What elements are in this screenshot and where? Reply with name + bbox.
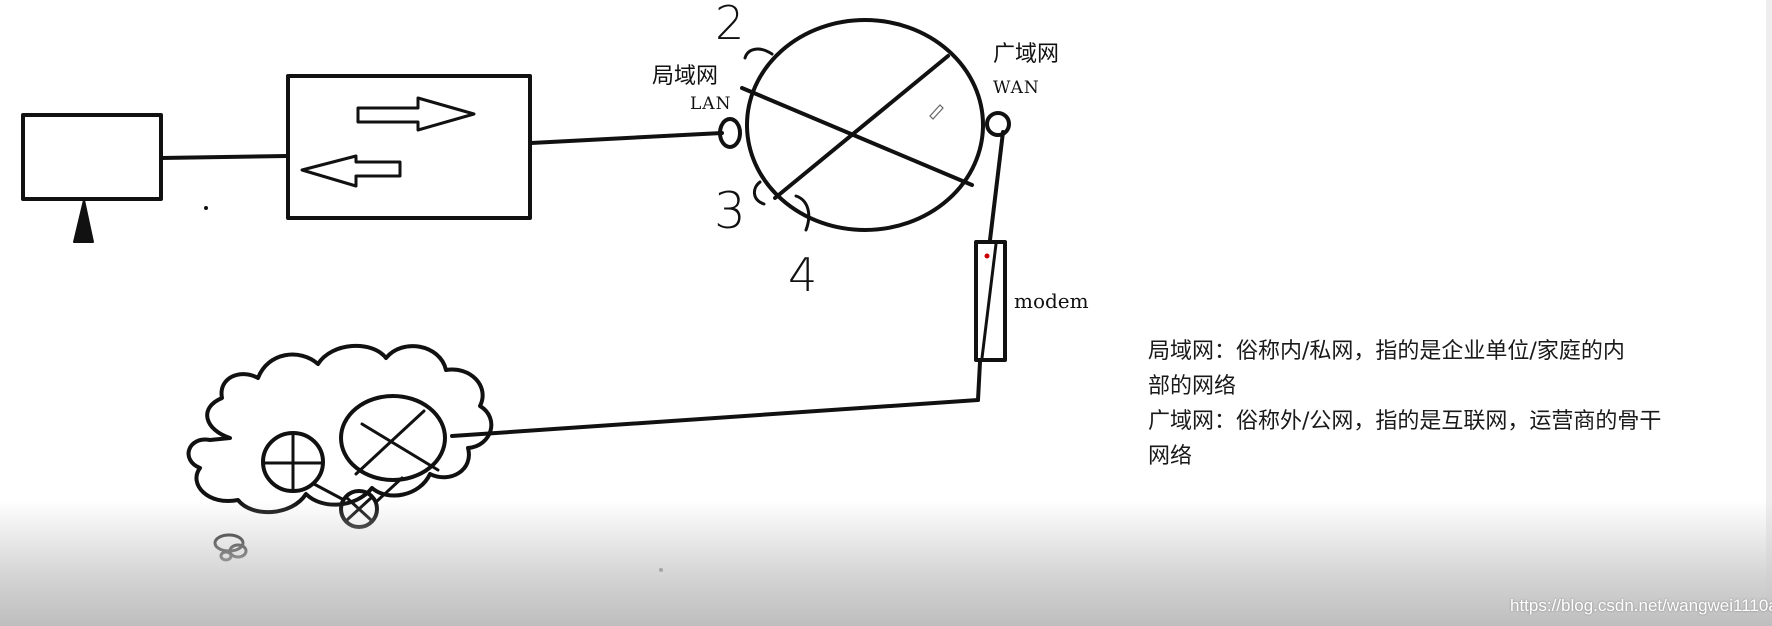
computer-stand <box>73 199 94 243</box>
switch-icon <box>286 74 532 220</box>
internet-cloud-icon <box>186 344 494 562</box>
link-modem-down <box>976 360 982 402</box>
wan-label-english: WAN <box>993 78 1040 98</box>
modem-inner-line <box>980 242 998 360</box>
cloud-puff-tiny <box>219 550 233 562</box>
lan-definition-line-1: 局域网：俗称内/私网，指的是企业单位/家庭的内 <box>1148 339 1625 364</box>
computer-monitor <box>21 113 163 201</box>
port-number-4: 4 <box>788 248 818 302</box>
link-switch-router <box>529 131 724 145</box>
wan-label-chinese: 广域网 <box>993 42 1060 67</box>
lan-definition-line-2: 部的网络 <box>1148 374 1237 399</box>
link-modem-internet <box>450 398 980 438</box>
wan-definition-line-1: 广域网：俗称外/公网，指的是互联网，运营商的骨干 <box>1148 409 1662 434</box>
definitions-notes: 局域网：俗称内/私网，指的是企业单位/家庭的内 部的网络 广域网：俗称外/公网，… <box>1148 334 1760 474</box>
switch-box <box>286 74 532 220</box>
arrow-right-icon <box>356 96 476 132</box>
lan-label-english: LAN <box>690 94 732 114</box>
link-computer-switch <box>159 154 289 160</box>
arrow-left-icon <box>300 154 402 188</box>
router-cross-line-b <box>773 54 950 200</box>
lan-port <box>718 117 742 149</box>
port-2-nub <box>743 47 774 60</box>
cloud-link-bottom-right <box>374 476 404 504</box>
wan-port <box>985 111 1011 137</box>
modem-label: modem <box>1014 289 1089 313</box>
router-icon <box>718 18 1011 232</box>
port-number-3: 3 <box>714 182 746 240</box>
cloud-router-right-d2 <box>360 422 440 472</box>
cloud-router-right <box>339 394 447 482</box>
watermark-text: https://blog.csdn.net/wangwei1110a <box>1510 596 1772 615</box>
port-3-nub <box>753 180 766 206</box>
stray-dot <box>204 206 208 210</box>
pen-marker-dot <box>984 253 990 259</box>
wan-definition-line-2: 网络 <box>1148 444 1193 469</box>
router-body <box>745 18 985 232</box>
modem-icon <box>974 240 1007 362</box>
router-cross-line-a <box>740 86 974 187</box>
cloud-link-left-bottom <box>312 482 346 502</box>
lan-label-chinese: 局域网 <box>652 64 719 89</box>
modem-box <box>974 240 1007 362</box>
computer-icon <box>21 113 163 243</box>
port-4-nub <box>794 194 811 232</box>
port-number-2: 2 <box>715 0 745 50</box>
stray-dot <box>659 568 663 572</box>
link-wan-modem <box>988 130 1005 242</box>
right-edge-strip <box>1766 0 1772 626</box>
pen-cursor-icon <box>929 104 944 120</box>
